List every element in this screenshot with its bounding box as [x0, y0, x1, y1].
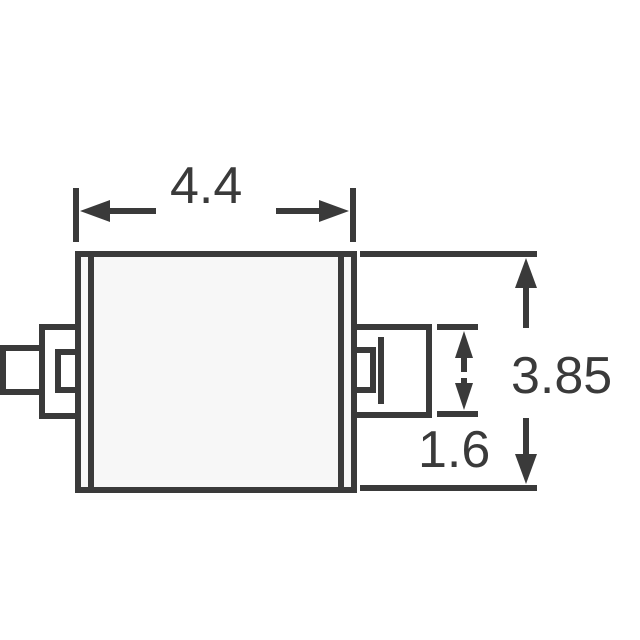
width-label: 4.4	[170, 157, 243, 215]
width-dimension-line	[73, 188, 356, 242]
right-terminal	[356, 324, 432, 418]
package-body	[75, 251, 357, 493]
height-dimension-line	[360, 251, 537, 491]
left-terminal	[0, 324, 78, 419]
terminal-width-dimension-line	[437, 324, 478, 417]
height-label: 3.85	[511, 347, 613, 405]
terminal-width-label: 1.6	[418, 421, 491, 479]
